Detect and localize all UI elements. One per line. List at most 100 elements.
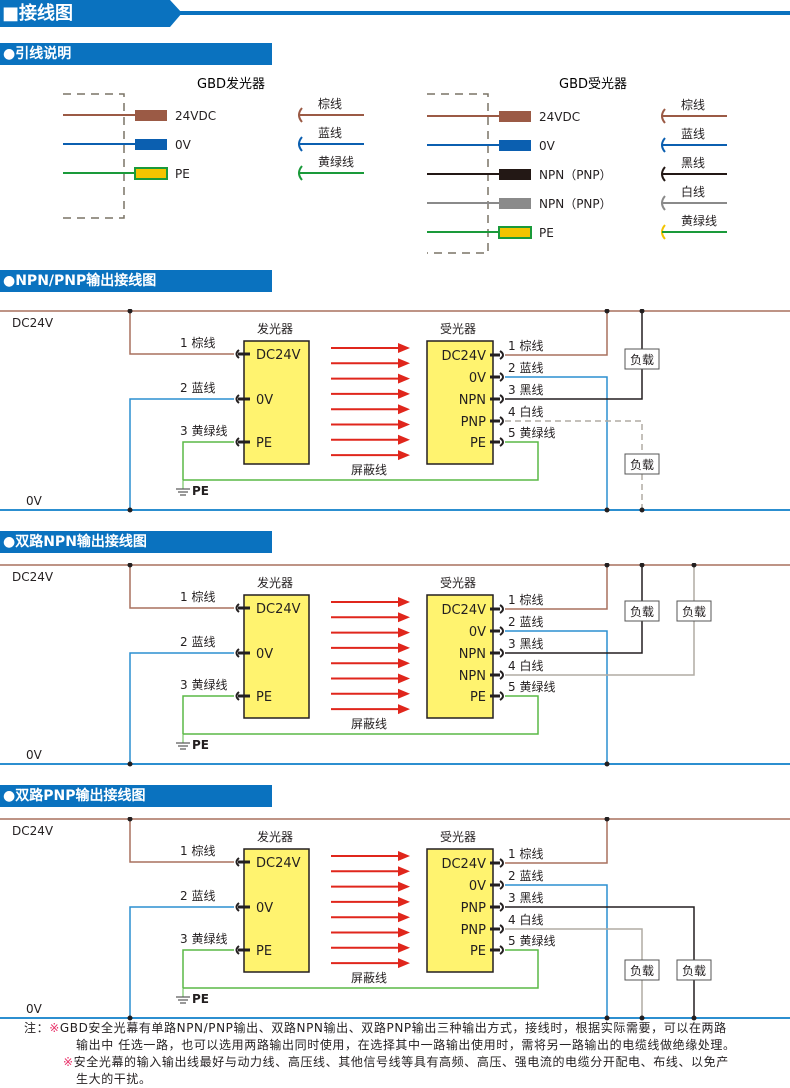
lead-pin: 24VDC [427, 110, 580, 124]
receiver-pin: DC24V 1 棕线 [441, 846, 543, 872]
receiver-pin: PNP 4 白线 [461, 404, 544, 430]
load-box-2: 负载 [676, 600, 712, 622]
connector-icon [235, 349, 240, 359]
light-beam-arrow [331, 358, 410, 369]
emitter-wire-label: 3 黄绿线 [180, 931, 227, 946]
lead-pin: NPN（PNP） [427, 197, 612, 211]
receiver-wire-label: 2 蓝线 [508, 869, 543, 883]
receiver-pin-label: NPN [459, 647, 486, 662]
emitter-pin: PE3 黄绿线 [180, 931, 272, 959]
receiver-pin-label: PNP [461, 415, 487, 430]
light-beam-arrow [331, 642, 410, 653]
junction-dot [639, 1015, 645, 1021]
connector-icon [499, 902, 504, 912]
ground-icon [176, 988, 190, 1004]
legend-item: 黄绿线 [298, 154, 364, 181]
receiver-wire-label: 3 黑线 [508, 637, 543, 651]
note-mark: ※ [63, 1055, 74, 1069]
receiver-white-wire [505, 420, 643, 510]
receiver-wire-label: 4 白线 [508, 912, 543, 927]
pin-connector [134, 167, 168, 180]
dc24v-label: DC24V [12, 824, 54, 838]
junction-dot [604, 563, 610, 568]
emitter-wire-label: 1 棕线 [180, 589, 215, 604]
emitter-pe-wire [182, 949, 234, 988]
light-beam-arrow [331, 658, 410, 669]
load-label: 负载 [630, 458, 654, 472]
connector-icon [499, 416, 504, 426]
light-beam-arrow [331, 927, 410, 938]
connector-icon [499, 394, 504, 404]
shield-label: 屏蔽线 [351, 463, 387, 477]
shield-wire [183, 695, 539, 735]
receiver-white-wire [505, 928, 643, 1018]
legend-item: 蓝线 [298, 126, 364, 152]
light-beam-arrow [331, 612, 410, 623]
connector-icon [499, 880, 504, 890]
receiver-pin-label: PNP [461, 923, 487, 938]
light-beam-arrow [331, 942, 410, 953]
emitter-pe-wire [182, 695, 234, 734]
receiver-wire-label: 4 白线 [508, 404, 543, 419]
receiver-title: 受光器 [440, 576, 476, 590]
emitter-wire-label: 2 蓝线 [180, 889, 215, 903]
receiver-pin: PNP 3 黑线 [461, 891, 544, 916]
junction-dot [127, 507, 133, 513]
load-label: 负载 [682, 964, 706, 978]
load-label: 负载 [630, 353, 654, 367]
emitter-pin: 0V2 蓝线 [180, 635, 273, 662]
pin-label: 0V [539, 139, 556, 153]
shield-label: 屏蔽线 [351, 717, 387, 731]
receiver-wire-label: 2 蓝线 [508, 615, 543, 629]
ground-label: PE [192, 992, 209, 1006]
legend-label: 白线 [681, 184, 705, 199]
receiver-pin: NPN 3 黑线 [459, 637, 544, 662]
light-beam-arrow [331, 896, 410, 907]
legend-item: 黄绿线 [661, 213, 727, 240]
legend-label: 棕线 [681, 97, 705, 112]
emitter-pin-label: PE [256, 436, 272, 451]
receiver-pin: 0V2 蓝线 [469, 361, 544, 386]
load-label: 负载 [682, 605, 706, 619]
junction-dot [639, 309, 645, 314]
receiver-wire-label: 3 黑线 [508, 891, 543, 905]
pin-label: 0V [175, 138, 192, 152]
shield-wire [183, 949, 539, 989]
connector-icon [499, 670, 504, 680]
receiver-wire-label: 1 棕线 [508, 592, 543, 607]
note-1-cont: 输出中 任选一路，也可以选用两路输出同时使用，在选择其中一路输出使用时，需将另一… [76, 1038, 736, 1052]
receiver-pin-label: PNP [461, 901, 487, 916]
emitter-pin-label: 0V [256, 393, 273, 408]
light-beam-arrow [331, 912, 410, 923]
notes: 注：※GBD安全光幕有单路NPN/PNP输出、双路NPN输出、双路PNP输出三种… [24, 1020, 784, 1088]
legend-item: 蓝线 [661, 127, 727, 153]
connector-icon [499, 945, 504, 955]
connector-icon [499, 626, 504, 636]
junction-dot [639, 563, 645, 568]
receiver-pin-label: NPN [459, 393, 486, 408]
emitter-pin: PE 3 黄绿线 [180, 423, 272, 451]
emitter-pe-wire [182, 441, 234, 480]
0v-label: 0V [26, 494, 43, 508]
emitter-pin: 0V 2 蓝线 [180, 889, 273, 916]
legend-item: 棕线 [661, 97, 727, 124]
ground-icon [176, 734, 190, 750]
emitter-wire-label: 3 黄绿线 [180, 423, 227, 438]
emitter-brown-wire [129, 565, 234, 609]
receiver-title: 受光器 [440, 322, 476, 336]
receiver-pin-label: DC24V [441, 857, 486, 872]
light-beam-arrow [331, 419, 410, 430]
receiver-wire-label: 5 黄绿线 [508, 933, 555, 948]
receiver-wire-label: 1 棕线 [508, 846, 543, 861]
receiver-pin-label: DC24V [441, 349, 486, 364]
dc24v-label: DC24V [12, 570, 54, 584]
section-title-npn-pnp: ●NPN/PNP输出接线图 [0, 270, 272, 292]
section-title-dual-pnp: ●双路PNP输出接线图 [0, 785, 272, 807]
light-beam-arrow [331, 627, 410, 638]
emitter-pin-label: DC24V [256, 348, 301, 363]
receiver-brown-wire [505, 819, 608, 864]
emitter-pin-label: 0V [256, 901, 273, 916]
